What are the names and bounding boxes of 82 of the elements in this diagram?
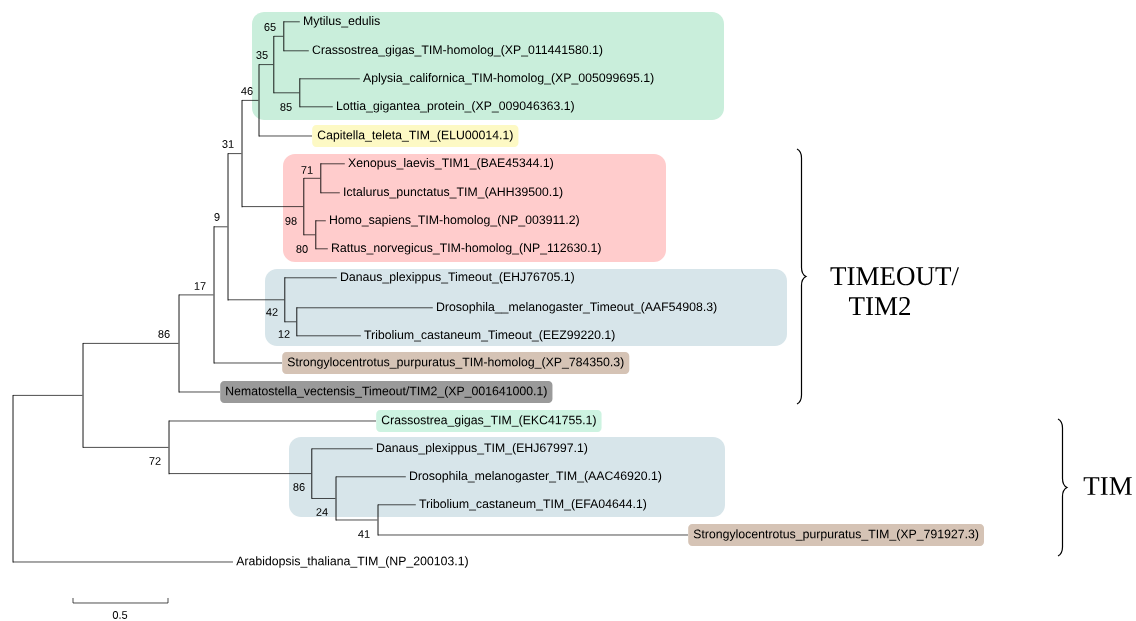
branch-line [296, 307, 434, 309]
bootstrap-value: 85 [280, 103, 292, 111]
highlighted-taxon: Nematostella_vectensis_Timeout/TIM2_(XP_001641000.1) [220, 381, 553, 403]
taxon-label: Drosophila__melanogaster_Timeout_(AAF54908.3) [437, 302, 717, 314]
branch-line [303, 234, 316, 236]
clade-highlight [283, 154, 666, 262]
branch-line [241, 100, 259, 101]
highlighted-taxon: Strongylocentrotus_purpuratus_TIM_(XP_791927.3) [688, 524, 984, 546]
clade-name: TIMEOUT/ TIM2 [830, 267, 959, 315]
taxon-label: Danaus_plexippus_Timeout_(EHJ76705.1) [341, 272, 574, 284]
bootstrap-value: 72 [149, 457, 161, 465]
bootstrap-value: 31 [222, 140, 234, 148]
branch-line [335, 476, 407, 478]
branch-line [273, 35, 284, 37]
branch-line [168, 473, 312, 474]
taxon-label: Ictalurus_punctatus_TIM_(AHH39500.1) [344, 187, 563, 199]
bootstrap-value: 35 [256, 51, 268, 59]
branch-line [320, 163, 346, 165]
branch-line [320, 192, 341, 194]
bootstrap-value: 98 [285, 217, 297, 225]
branch-line [284, 277, 338, 279]
bootstrap-value: 42 [266, 308, 278, 316]
clade-highlight [252, 12, 724, 120]
branch-line [227, 153, 242, 154]
branch-line [335, 519, 378, 521]
branch-line [315, 248, 329, 250]
branch-line [213, 226, 228, 228]
branch-line [299, 78, 361, 80]
branch-line [299, 106, 334, 108]
branch-line [178, 391, 221, 393]
bootstrap-value: 12 [278, 330, 290, 338]
branch-line [273, 92, 300, 94]
clade-highlight [289, 437, 725, 517]
taxon-label: Rattus_norvegicus_TIM-homolog_(NP_112630.1) [332, 243, 601, 255]
highlighted-taxon: Crassostrea_gigas_TIM_(EKC41755.1) [376, 410, 602, 432]
taxon-label: Arabidopsis_thaliana_TIM_(NP_200103.1) [236, 556, 468, 568]
taxon-label: Mytilus_edulis [304, 16, 380, 28]
taxon-label: Aplysia_californica_TIM-homolog_(XP_005099695.1) [363, 73, 654, 85]
bootstrap-value: 86 [158, 330, 170, 338]
taxon-label: Tribolium_castaneum_Timeout_(EEZ99220.1) [364, 330, 615, 342]
bootstrap-value: 65 [264, 23, 276, 31]
branch-line [303, 177, 321, 179]
branch-line [258, 64, 274, 65]
branch-line [213, 362, 283, 364]
highlighted-taxon: Strongylocentrotus_purpuratus_TIM-homolog_(XP_784350.3) [282, 352, 630, 374]
bootstrap-value: 71 [301, 166, 313, 174]
taxon-label: Lottia_gigantea_protein_(XP_009046363.1) [337, 101, 574, 113]
branch-line [227, 299, 285, 301]
branch-line [315, 220, 327, 222]
taxon-label: Drosophila_melanogaster_TIM_(AAC46920.1) [410, 471, 662, 483]
branch-line [82, 343, 179, 344]
taxon-label: Xenopus_laevis_TIM1_(BAE45344.1) [348, 158, 553, 170]
bootstrap-value: 86 [293, 483, 305, 491]
bootstrap-value: 80 [296, 245, 308, 253]
bootstrap-value: 24 [316, 508, 328, 516]
branch-line [178, 294, 214, 296]
branch-line [311, 448, 374, 450]
branch-line [377, 534, 689, 536]
branch-line [258, 135, 313, 137]
branch-line [284, 321, 297, 323]
branch-line [296, 335, 362, 337]
highlighted-taxon: Capitella_teleta_TIM_(ELU00014.1) [312, 125, 519, 147]
bootstrap-value: 46 [241, 87, 253, 95]
branch-line [241, 206, 304, 207]
branch-line [82, 447, 169, 448]
taxon-label: Crassostrea_gigas_TIM-homolog_(XP_011441580.1) [312, 45, 603, 57]
bootstrap-value: 41 [358, 530, 370, 538]
branch-line [168, 420, 377, 422]
taxon-label: Tribolium_castaneum_TIM_(EFA04644.1) [419, 499, 647, 511]
bootstrap-value: 9 [214, 213, 220, 221]
branch-line [12, 561, 234, 563]
branch-line [311, 498, 336, 499]
clade-highlight [265, 269, 787, 346]
scale-label: 0.5 [112, 611, 128, 619]
bootstrap-value: 17 [194, 282, 206, 290]
branch-line [283, 21, 301, 23]
branch-line [283, 50, 310, 52]
clade-name: TIM [1083, 477, 1132, 495]
taxon-label: Danaus_plexippus_TIM_(EHJ67997.1) [377, 443, 588, 455]
branch-line [377, 504, 417, 506]
taxon-label: Homo_sapiens_TIM-homolog_(NP_003911.2) [330, 215, 579, 227]
branch-line [12, 395, 83, 396]
